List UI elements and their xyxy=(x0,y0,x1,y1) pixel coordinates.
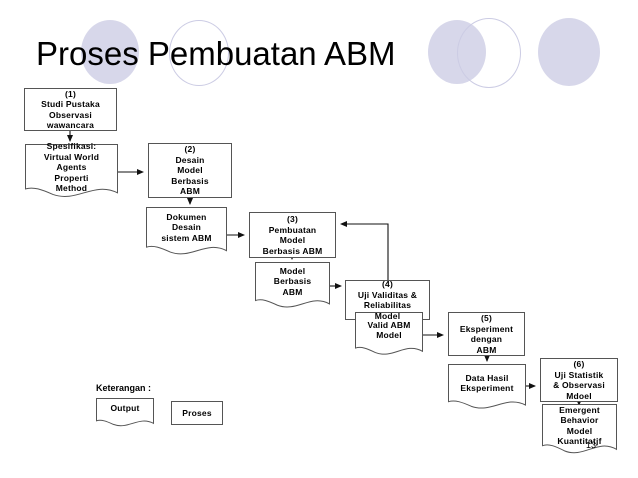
arrow-feedback-4-to-3 xyxy=(340,221,389,280)
node-label-line: Berbasis xyxy=(171,175,209,186)
node-label-line: Model xyxy=(177,165,203,176)
node-label: Output xyxy=(94,403,156,414)
node-label-line: (2) xyxy=(184,144,196,155)
node-label-line: ABM xyxy=(180,186,200,197)
node-label-line: Observasi xyxy=(49,109,92,120)
node-label-line: Spesifikasi: xyxy=(46,141,97,152)
node-label-line: Emergent xyxy=(559,404,600,415)
node-label-line: Berbasis xyxy=(273,276,312,287)
node-label-line: Eksperiment xyxy=(460,383,514,393)
node-label-line: Model xyxy=(566,425,593,436)
node-label-line: Studi Pustaka xyxy=(41,99,100,109)
node-label-line: ABM xyxy=(476,344,497,355)
node-label-line: Behavior xyxy=(560,415,599,425)
node-label-line: Desain xyxy=(175,154,205,165)
document-shape xyxy=(355,312,423,357)
node-label-line: Virtual World xyxy=(43,151,100,162)
node-label-line: Properti xyxy=(54,172,89,183)
node-label-line: Proses xyxy=(182,407,212,418)
node-label-line: Data Hasil xyxy=(465,372,509,383)
node-label-line: Output xyxy=(110,403,140,414)
node-label-line: Model xyxy=(376,330,402,340)
node-label-line: Kuantitatjf xyxy=(557,436,602,446)
node-label-line: Valid ABM xyxy=(367,319,411,330)
node-label-line: Mdoel xyxy=(566,390,592,401)
legend-proses[interactable]: Proses xyxy=(171,401,223,425)
document-shape xyxy=(96,398,154,428)
node-label-line: Model xyxy=(374,310,401,321)
node-label-line: ABM xyxy=(282,286,303,297)
legend-title: Keterangan : xyxy=(96,383,152,393)
node-label-line: Model xyxy=(279,235,306,245)
node-label-line: (5) xyxy=(481,313,492,323)
document-shape xyxy=(448,364,526,411)
node-label-line: Berbasis ABM xyxy=(262,245,323,256)
node-label-line: (1) xyxy=(65,88,76,99)
node-label-line: (6) xyxy=(573,359,585,369)
node-label-line: & Observasi xyxy=(553,380,605,390)
page-title: Proses Pembuatan ABM xyxy=(36,35,396,72)
node-label-line: sistem ABM xyxy=(161,232,212,243)
document-shape xyxy=(542,404,617,456)
node-label-line: (4) xyxy=(382,279,393,289)
node-label-line: dengan xyxy=(470,334,503,344)
node-label-line: Pembuatan xyxy=(268,224,317,235)
node-label-line: Uji Validitas & xyxy=(357,289,418,300)
document-shape xyxy=(255,262,330,310)
page-number: 13 xyxy=(586,440,597,450)
node-label-line: (3) xyxy=(287,214,298,224)
node-label-line: Method xyxy=(55,183,88,194)
node-label-line: Desain xyxy=(171,222,202,233)
legend-output[interactable]: Output xyxy=(96,398,154,428)
node-label-line: wawancara xyxy=(46,120,95,130)
node-label-line: Uji Statistik xyxy=(554,369,604,380)
node-label-line: Model xyxy=(279,265,306,276)
document-shape xyxy=(25,144,118,200)
node-label-line: Eksperiment xyxy=(459,323,514,334)
node-label-line: Reliabilitas xyxy=(363,300,412,310)
node-label-line: Agents xyxy=(56,162,87,173)
document-shape xyxy=(146,207,227,257)
node-label-line: Dokumen xyxy=(166,211,207,222)
node-label: Proses xyxy=(170,408,224,419)
